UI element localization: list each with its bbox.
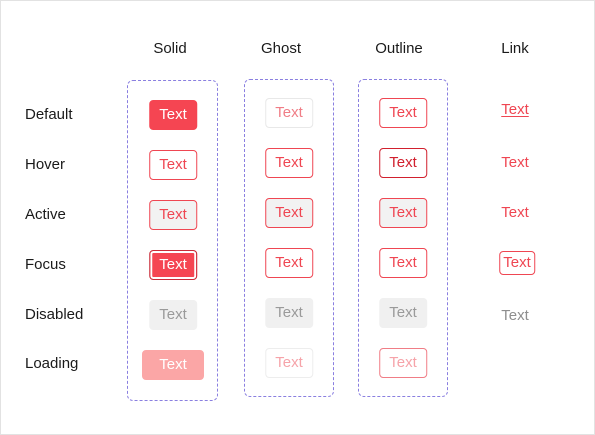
row-label-focus: Focus — [25, 256, 66, 273]
ghost-active-button[interactable]: Text — [265, 198, 313, 228]
row-label-loading: Loading — [25, 355, 79, 372]
link-active-button[interactable]: Text — [497, 201, 533, 225]
row-label-default: Default — [25, 106, 73, 123]
row-label-disabled: Disabled — [25, 306, 84, 323]
ghost-loading-button[interactable]: Text — [265, 348, 313, 378]
outline-default-button[interactable]: Text — [379, 98, 427, 128]
ghost-focus-button[interactable]: Text — [265, 248, 313, 278]
solid-group — [127, 80, 218, 401]
solid-hover-button[interactable]: Text — [149, 150, 197, 180]
outline-active-button[interactable]: Text — [379, 198, 427, 228]
solid-focus-button[interactable]: Text — [149, 250, 197, 280]
column-header-ghost: Ghost — [260, 40, 302, 57]
ghost-default-button[interactable]: Text — [265, 98, 313, 128]
link-disabled-button[interactable]: Text — [497, 304, 533, 328]
row-label-active: Active — [25, 206, 66, 223]
solid-active-button[interactable]: Text — [149, 200, 197, 230]
outline-loading-button[interactable]: Text — [379, 348, 427, 378]
outline-hover-button[interactable]: Text — [379, 148, 427, 178]
column-header-solid: Solid — [153, 40, 187, 57]
solid-default-button[interactable]: Text — [149, 100, 197, 130]
column-header-outline: Outline — [375, 40, 423, 57]
link-default-button[interactable]: Text — [497, 98, 533, 122]
ghost-disabled-button[interactable]: Text — [265, 298, 313, 328]
solid-disabled-button[interactable]: Text — [149, 300, 197, 330]
solid-loading-button[interactable]: Text — [142, 350, 204, 380]
outline-focus-button[interactable]: Text — [379, 248, 427, 278]
link-hover-button[interactable]: Text — [497, 151, 533, 175]
ghost-hover-button[interactable]: Text — [265, 148, 313, 178]
outline-disabled-button[interactable]: Text — [379, 298, 427, 328]
row-label-hover: Hover — [25, 156, 66, 173]
column-header-link: Link — [501, 40, 529, 57]
outline-group — [358, 79, 448, 397]
link-focus-button[interactable]: Text — [499, 251, 535, 275]
ghost-group — [244, 79, 334, 397]
